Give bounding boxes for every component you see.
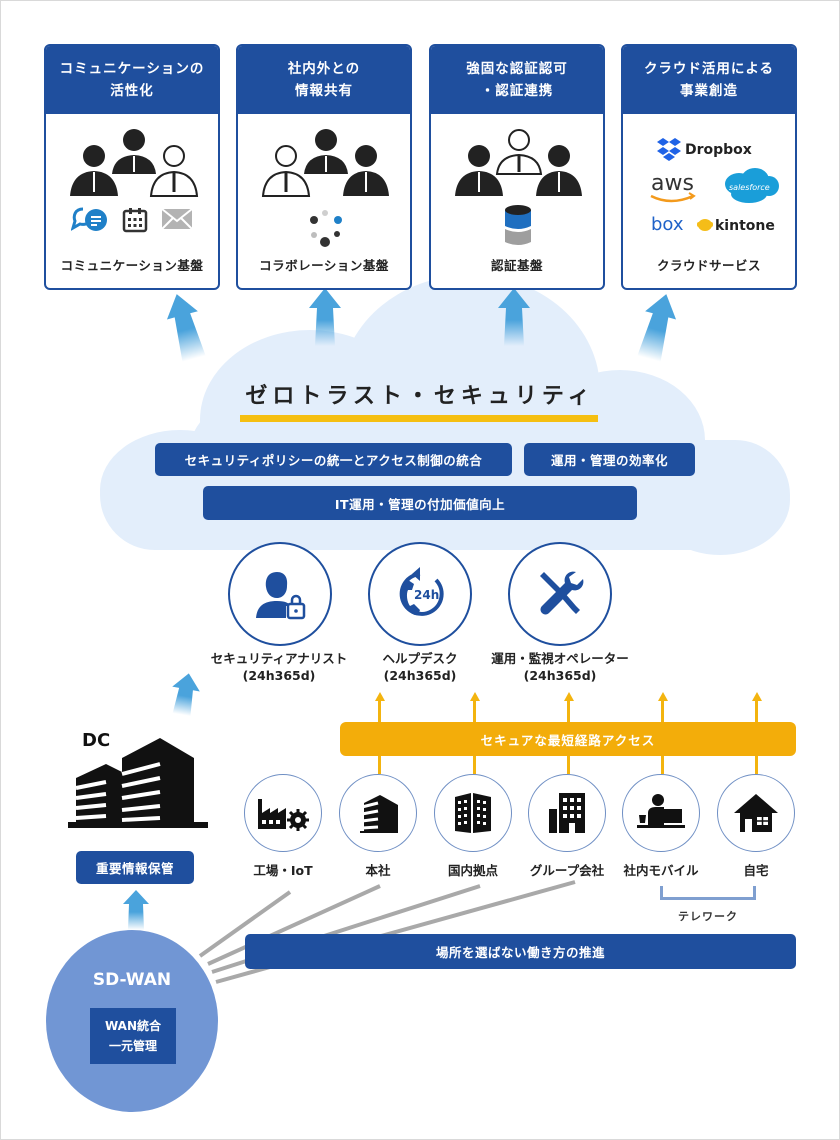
aws-text: aws: [651, 171, 694, 196]
location-label: 自宅: [743, 863, 769, 878]
dropbox-logo: [657, 138, 681, 161]
arrow-up-icon: [309, 288, 341, 346]
dropbox-text: Dropbox: [685, 142, 752, 158]
pill-operation-efficiency: 運用・管理の効率化: [524, 443, 695, 476]
card-cloud-business: クラウド活用による 事業創造 Dropbox aws salesforce bo…: [621, 44, 797, 290]
security-analyst-circle: [228, 542, 332, 646]
headquarters-building-icon: [360, 795, 398, 833]
people-group-icon: [261, 129, 389, 197]
card-communication: コミュニケーションの 活性化 コミュニケーション基盤: [44, 44, 220, 290]
arrow-up-icon: [563, 692, 574, 701]
arrow-up-icon: [172, 673, 200, 717]
secure-access-bar: セキュアな最短経路アクセス: [340, 722, 796, 756]
card-authentication: 強固な認証認可 ・認証連携 認証基盤: [429, 44, 605, 290]
location-headquarters-circle: [339, 774, 417, 852]
location-label: 国内拠点: [447, 863, 498, 878]
arrow-up-icon: [498, 288, 530, 346]
salesforce-logo: [725, 168, 779, 203]
arrow-up-icon: [637, 294, 677, 362]
security-analyst-lock-icon: [256, 572, 306, 620]
pill-it-value-add: IT運用・管理の付加価値向上: [203, 486, 637, 520]
kintone-text: kintone: [715, 218, 775, 234]
chat-bubbles-icon: [71, 207, 107, 231]
helpdesk-label: ヘルプデスク (24h365d): [382, 651, 458, 683]
box-text: box: [651, 214, 684, 235]
security-analyst-label: セキュリティアナリスト (24h365d): [210, 651, 348, 683]
card-footer: クラウドサービス: [656, 258, 761, 273]
mail-icon: [161, 208, 193, 230]
helpdesk-circle: 24h: [368, 542, 472, 646]
operator-label: 運用・監視オペレーター (24h365d): [491, 651, 629, 683]
dc-label: DC: [82, 730, 111, 751]
database-icon: [505, 205, 531, 245]
important-info-storage-badge: 重要情報保管: [76, 851, 194, 884]
sdwan-management-box: WAN統合 一元管理: [90, 1008, 176, 1064]
kintone-logo: [697, 219, 713, 231]
salesforce-text: salesforce: [729, 183, 770, 192]
telework-label: テレワーク: [678, 910, 738, 923]
calendar-icon: [122, 208, 148, 233]
card-title: 社内外との 情報共有: [238, 46, 410, 114]
badge-24h: 24h: [414, 588, 439, 602]
card-footer: 認証基盤: [490, 258, 543, 273]
location-domestic-office-circle: [434, 774, 512, 852]
card-footer: コミュニケーション基盤: [60, 258, 204, 273]
aws-smile: [650, 194, 694, 203]
title-underline: [240, 415, 598, 422]
office-building-icon: [455, 793, 491, 833]
cloud-service-logos: Dropbox aws salesforce box kintone: [650, 138, 779, 235]
arrow-up-icon: [657, 692, 668, 701]
card-information-sharing: 社内外との 情報共有 コラボレーション基盤: [236, 44, 412, 290]
arrow-up-icon: [751, 692, 762, 701]
group-company-building-icon: [549, 793, 585, 833]
mobile-worker-desk-icon: [637, 794, 685, 828]
collaboration-dots-icon: [310, 210, 342, 247]
phone-24h-icon: 24h: [399, 567, 444, 616]
wrench-screwdriver-icon: [540, 571, 584, 615]
pill-policy-unification: セキュリティポリシーの統一とアクセス制御の統合: [155, 443, 512, 476]
datacenter-building-icon: [68, 738, 208, 828]
location-group-company-circle: [528, 774, 606, 852]
sdwan-title: SD-WAN: [92, 970, 172, 990]
location-label: 工場・IoT: [253, 863, 313, 878]
operator-circle: [508, 542, 612, 646]
home-icon: [734, 794, 778, 832]
telework-bracket: [660, 886, 756, 900]
people-group-icon: [455, 129, 582, 196]
workstyle-promotion-bar: 場所を選ばない働き方の推進: [245, 934, 796, 969]
card-title: 強固な認証認可 ・認証連携: [431, 46, 603, 114]
card-title: クラウド活用による 事業創造: [623, 46, 795, 114]
factory-gear-icon: [258, 799, 309, 831]
people-group-icon: [70, 129, 199, 197]
card-footer: コラボレーション基盤: [259, 258, 389, 273]
arrow-up-icon: [166, 294, 206, 362]
location-label: 本社: [365, 863, 391, 878]
location-label: 社内モバイル: [623, 863, 699, 878]
card-title: コミュニケーションの 活性化: [46, 46, 218, 114]
zero-trust-title: ゼロトラスト・セキュリティ: [245, 384, 595, 409]
arrow-up-icon: [469, 692, 480, 701]
location-home-circle: [717, 774, 795, 852]
location-mobile-circle: [622, 774, 700, 852]
arrow-up-icon: [374, 692, 385, 701]
location-label: グループ会社: [529, 863, 605, 878]
arrow-up-icon: [123, 890, 149, 930]
location-factory-circle: [244, 774, 322, 852]
